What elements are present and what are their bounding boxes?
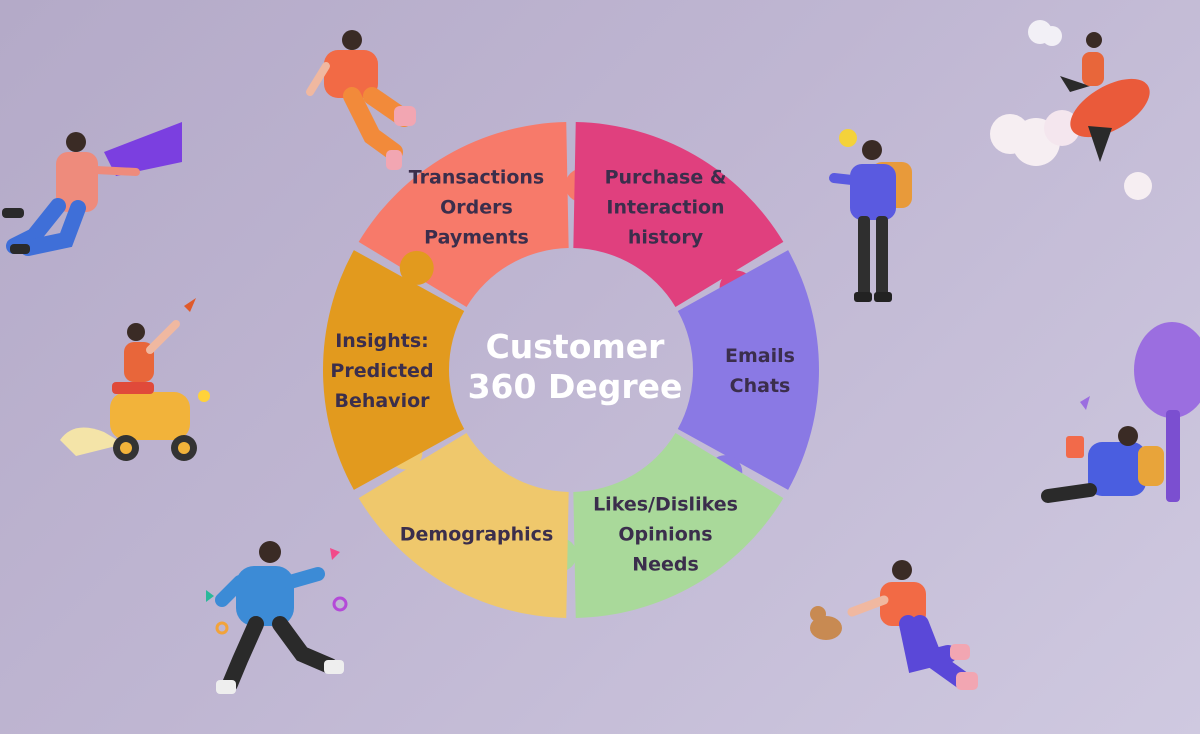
segment-label-1-line-2: Orders [440,196,513,218]
ring-segment-3 [677,250,819,490]
segment-label-6-line-3: Behavior [334,390,430,412]
person-jumping-illustration [206,541,348,694]
ring-segment-5 [358,433,569,618]
person-with-phone-illustration [829,129,912,302]
person-catching-dog-illustration [810,560,978,690]
center-label-line1: Customer [486,327,666,366]
segment-label-6-line-2: Predicted [330,360,433,382]
segment-label-4-line-2: Opinions [618,524,712,546]
segment-label-2-line-1: Purchase & [605,166,727,188]
segment-label-1-line-1: Transactions [409,166,544,188]
person-reading-under-tree-illustration [1041,322,1200,503]
segment-label-5-line-1: Demographics [400,524,554,546]
segment-label-2-line-2: Interaction [606,196,724,218]
segment-label-3-line-1: Emails [725,345,795,367]
ring-segment-4 [573,433,784,618]
segment-label-1-line-3: Payments [424,226,529,248]
segment-label-4-line-3: Needs [632,554,699,576]
center-label-line2: 360 Degree [468,367,683,406]
segment-label-4-line-1: Likes/Dislikes [593,494,738,516]
segment-label-3-line-2: Chats [730,375,791,397]
ring-segment-2 [573,122,784,307]
segment-label-6-line-1: Insights: [335,330,429,352]
rocket-with-person-illustration [990,20,1152,200]
person-holding-board-illustration [2,122,182,256]
person-on-scooter-illustration [60,298,210,461]
segment-label-2-line-3: history [628,226,704,248]
flying-person-orange-illustration [306,30,416,170]
ring-segment-6 [323,250,465,490]
puzzle-tab-6 [399,250,434,285]
